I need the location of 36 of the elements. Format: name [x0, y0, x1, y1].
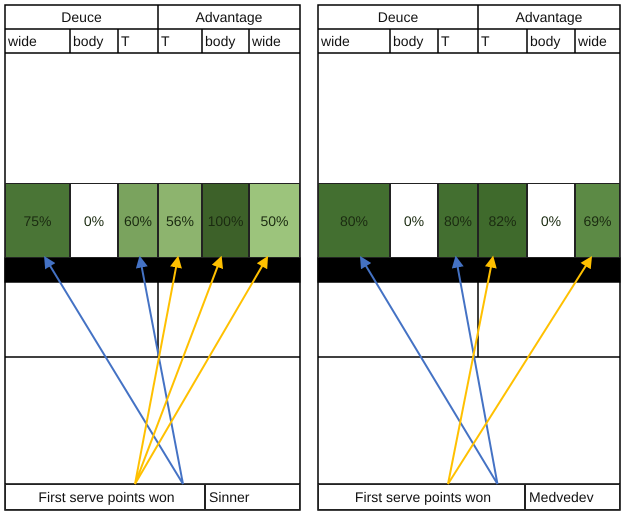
column-group-header: Deuce — [61, 9, 102, 25]
column-header: T — [161, 33, 170, 49]
column-header: body — [393, 33, 424, 49]
percentage-cell: 50% — [249, 183, 300, 258]
arrow — [360, 256, 498, 485]
percentage-cell: 80% — [318, 183, 390, 258]
percentage-cell: 0% — [70, 183, 118, 258]
column-group-header: Advantage — [196, 9, 262, 25]
arrow — [447, 256, 592, 485]
percentage-cell: 0% — [390, 183, 438, 258]
percentage-cell: 80% — [438, 183, 478, 258]
percentage-cell: 56% — [158, 183, 202, 258]
percentage-cell: 75% — [5, 183, 70, 258]
stat-title: First serve points won — [5, 484, 205, 510]
column-header: wide — [252, 33, 281, 49]
player-name: Medvedev — [525, 484, 620, 510]
column-header: body — [530, 33, 560, 49]
column-group-header: Advantage — [516, 9, 582, 25]
arrow — [134, 256, 223, 484]
column-header: wide — [8, 33, 37, 49]
column-header: body — [73, 33, 104, 49]
arrow — [134, 256, 268, 484]
column-header: wide — [321, 33, 350, 49]
percentage-cell: 69% — [575, 183, 620, 258]
percentage-cell: 0% — [527, 183, 575, 258]
percentage-cell: 60% — [118, 183, 158, 258]
column-header: T — [441, 33, 450, 49]
arrow — [44, 256, 184, 485]
player-name: Sinner — [205, 484, 300, 510]
percentage-cell: 82% — [478, 183, 527, 258]
stat-title: First serve points won — [318, 484, 525, 510]
column-header: body — [205, 33, 236, 49]
column-header: T — [481, 33, 490, 49]
column-header: wide — [578, 33, 607, 49]
column-header: T — [121, 33, 130, 49]
column-group-header: Deuce — [378, 9, 418, 25]
